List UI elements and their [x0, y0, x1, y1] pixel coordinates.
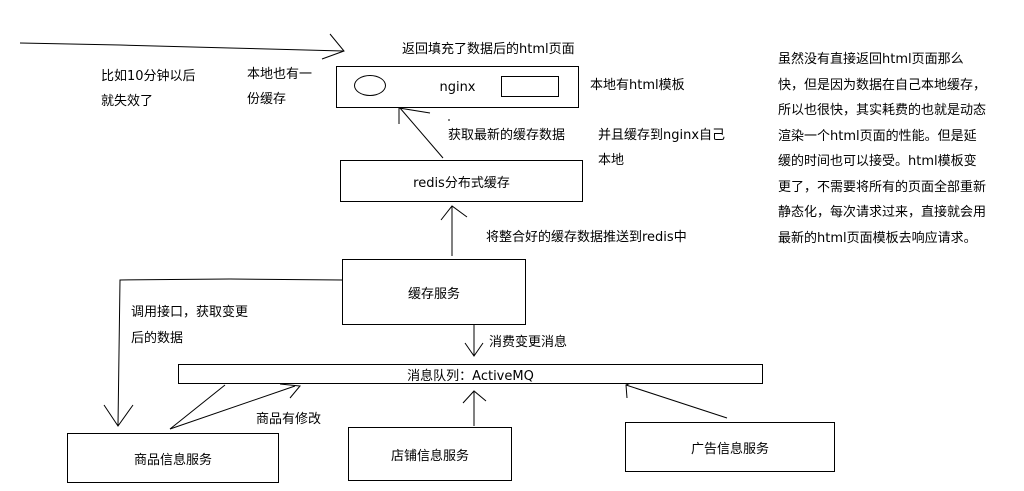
- arrowhead-cache-redis: [440, 205, 468, 221]
- explanation-note: 虽然没有直接返回html页面那么 快，但是因为数据在自己本地缓存， 所以也很快，…: [778, 47, 1024, 251]
- product-service-label: 商品信息服务: [133, 452, 212, 468]
- label-call-api-2: 后的数据: [131, 331, 184, 346]
- ad-service-label: 广告信息服务: [690, 441, 769, 457]
- arrowhead-cache-product: [103, 404, 134, 427]
- redis-label: redis分布式缓存: [413, 175, 510, 191]
- note-line: 虽然没有直接返回html页面那么: [778, 52, 964, 67]
- arrowhead-redis-nginx: [398, 107, 431, 124]
- arrow-ad-to-mq: [625, 384, 728, 419]
- label-expire-1: 比如10分钟以后: [101, 69, 196, 84]
- redis-node: redis分布式缓存: [340, 160, 583, 202]
- arrowhead-mq-cache: [464, 342, 484, 357]
- note-line: 更了，不需要将所有的页面全部重新: [778, 179, 987, 195]
- label-fetch-latest: 获取最新的缓存数据: [448, 128, 566, 143]
- arrow-product-to-mq: [169, 384, 226, 430]
- arrow-request-to-nginx: [19, 42, 344, 52]
- nginx-label: nginx: [439, 79, 476, 95]
- arrow-redis-to-nginx: [399, 107, 444, 159]
- nginx-cache-ellipse: [354, 75, 386, 96]
- message-queue-label: 消息队列：ActiveMQ: [407, 368, 534, 384]
- label-store-local-2: 本地: [598, 153, 625, 168]
- label-local-template: 本地有html模板: [590, 78, 685, 93]
- arrowhead-product-mq: [279, 383, 301, 399]
- nginx-template-rect: [501, 76, 559, 97]
- arrowhead-request: [321, 33, 345, 60]
- label-return-html: 返回填充了数据后的html页面: [402, 42, 575, 57]
- label-expire-2: 就失效了: [101, 94, 154, 109]
- note-line: 快，但是因为数据在自己本地缓存，: [778, 77, 987, 93]
- cache-service-label: 缓存服务: [407, 286, 460, 302]
- label-store-local-1: 并且缓存到nginx自己: [598, 128, 726, 143]
- label-local-cache-1: 本地也有一: [247, 67, 313, 82]
- note-line: 最新的html页面模板去响应请求。: [778, 230, 977, 246]
- note-line: 渲染一个html页面的性能。但是延: [778, 128, 977, 144]
- shop-service-node: 店铺信息服务: [348, 427, 512, 481]
- note-line: 缓的时间也可以接受。html模板变: [778, 154, 977, 169]
- nginx-node: nginx: [336, 66, 579, 108]
- product-service-node: 商品信息服务: [67, 433, 279, 483]
- shop-service-label: 店铺信息服务: [390, 448, 469, 464]
- arrowhead-shop-mq: [462, 390, 487, 404]
- label-call-api-1: 调用接口，获取变更: [131, 305, 249, 320]
- ad-service-node: 广告信息服务: [625, 422, 835, 472]
- note-line: 静态化，每次请求过来，直接就会用: [778, 205, 987, 220]
- cache-service-node: 缓存服务: [342, 259, 526, 325]
- arrow-product-to-mq-2: [169, 385, 296, 430]
- label-product-modified: 商品有修改: [256, 412, 322, 427]
- label-push-redis: 将整合好的缓存数据推送到redis中: [486, 230, 687, 245]
- label-consume-msg: 消费变更消息: [489, 335, 568, 350]
- message-queue-node: 消息队列：ActiveMQ: [178, 364, 763, 384]
- label-local-cache-2: 份缓存: [247, 92, 287, 107]
- arrow-cache-to-product: [117, 278, 344, 426]
- note-line: 所以也很快，其实耗费的也就是动态: [778, 103, 987, 118]
